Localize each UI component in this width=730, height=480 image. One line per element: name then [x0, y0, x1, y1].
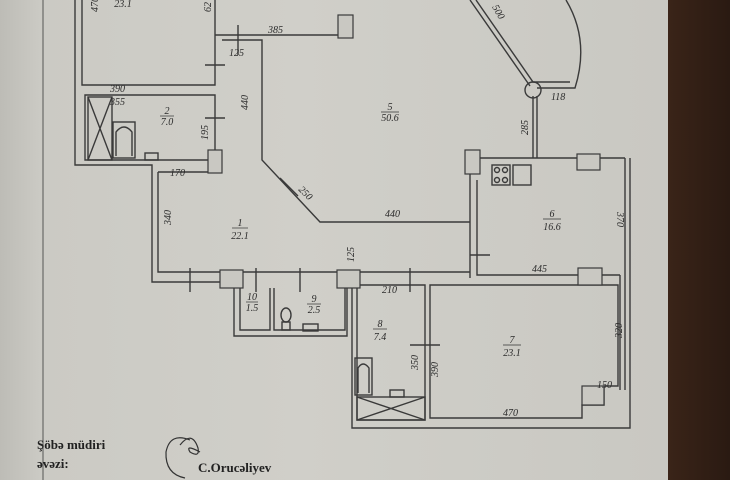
svg-text:390: 390	[109, 84, 125, 95]
signature-title-line1: Şöbə müdiri	[37, 437, 106, 452]
svg-text:5: 5	[388, 102, 393, 113]
dimension-labels: 470 62 385 125 390 355 195 440 170 340 2…	[90, 0, 625, 419]
svg-text:440: 440	[385, 209, 400, 220]
svg-text:2: 2	[165, 106, 170, 117]
sink-icon	[302, 323, 319, 332]
svg-text:6: 6	[550, 209, 555, 220]
svg-text:1: 1	[238, 218, 243, 229]
room-1-label: 122.1	[231, 218, 249, 242]
sink-icon	[389, 389, 405, 398]
room-7-label: 723.1	[503, 335, 521, 359]
svg-text:23.1: 23.1	[503, 348, 521, 359]
svg-text:62: 62	[203, 2, 214, 12]
stove-icon	[491, 164, 511, 186]
svg-text:340: 340	[163, 210, 174, 226]
tile-cross-icon	[87, 96, 113, 161]
bathtub-icon	[112, 121, 136, 159]
room-2-label: 27.0	[160, 106, 174, 128]
svg-text:125: 125	[229, 48, 244, 59]
svg-text:8: 8	[378, 319, 383, 330]
svg-text:210: 210	[382, 285, 397, 296]
floor-plan-paper	[0, 0, 668, 480]
svg-text:7: 7	[510, 335, 516, 346]
svg-text:355: 355	[109, 97, 125, 108]
svg-text:50.6: 50.6	[381, 113, 399, 124]
signatory-name: C.Orucəliyev	[198, 460, 272, 475]
bathtub-icon	[354, 357, 373, 396]
svg-text:350: 350	[410, 355, 421, 371]
svg-text:170: 170	[170, 168, 185, 179]
table-background	[668, 0, 730, 480]
svg-text:385: 385	[267, 25, 283, 36]
signature-title-line2: əvəzi:	[37, 456, 69, 471]
sink-icon	[144, 152, 159, 161]
room-8-label: 87.4	[373, 319, 387, 343]
tile-cross-icon	[356, 396, 426, 421]
svg-text:118: 118	[551, 92, 565, 103]
svg-text:390: 390	[430, 362, 441, 378]
svg-text:10: 10	[247, 292, 257, 303]
svg-text:195: 195	[200, 125, 211, 140]
room-4-area: 23.1	[114, 0, 132, 10]
svg-text:320: 320	[614, 323, 625, 339]
svg-text:2.5: 2.5	[308, 305, 321, 316]
svg-text:16.6: 16.6	[543, 222, 561, 233]
kitchen-sink-icon	[512, 164, 532, 186]
svg-text:470: 470	[503, 408, 518, 419]
columns	[207, 14, 605, 406]
svg-text:500: 500	[489, 3, 506, 21]
svg-text:9: 9	[312, 294, 317, 305]
room-6-label: 616.6	[543, 209, 561, 233]
walls	[74, 0, 631, 429]
room-10-label: 101.5	[246, 292, 259, 314]
svg-text:7.0: 7.0	[161, 117, 174, 128]
room-9-label: 92.5	[307, 294, 321, 316]
svg-text:22.1: 22.1	[231, 231, 249, 242]
svg-text:445: 445	[532, 264, 547, 275]
svg-text:370: 370	[614, 211, 625, 227]
svg-text:285: 285	[520, 120, 531, 135]
svg-text:470: 470	[90, 0, 101, 12]
room-5-label: 550.6	[381, 102, 399, 124]
svg-text:7.4: 7.4	[374, 332, 387, 343]
svg-text:150: 150	[597, 380, 612, 391]
door-markers	[189, 25, 490, 346]
svg-text:440: 440	[240, 95, 251, 110]
svg-text:125: 125	[346, 247, 357, 262]
toilet-icon	[280, 307, 292, 331]
handwritten-signature	[165, 437, 201, 479]
svg-text:1.5: 1.5	[246, 303, 259, 314]
